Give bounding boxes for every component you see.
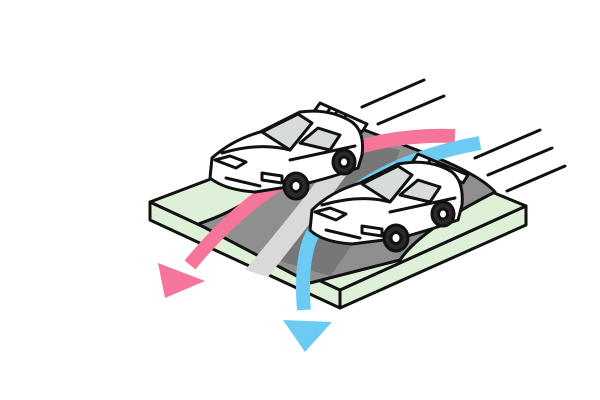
lane-line: [245, 150, 365, 277]
car-wheel: [382, 223, 410, 253]
car-wheel: [331, 148, 357, 176]
car-side-window: [398, 178, 442, 204]
car-side-window: [298, 126, 342, 152]
car-wheel: [282, 171, 310, 201]
car-windshield: [260, 112, 314, 152]
speed-lines-icon: [360, 78, 567, 193]
car-headlight: [213, 154, 248, 170]
car-headlight: [360, 224, 384, 238]
car-side-line: [288, 144, 357, 162]
car-grille: [224, 176, 262, 188]
car-headlight: [260, 171, 284, 185]
car-headlight: [313, 206, 348, 222]
car-grille: [324, 228, 362, 240]
car-windshield: [360, 164, 414, 204]
car-hood-line: [320, 197, 392, 207]
car-hood-line: [220, 145, 292, 155]
police-car-icon: [208, 101, 369, 201]
police-car-icon: [308, 152, 470, 253]
car-side-line: [388, 196, 457, 214]
car-wheel: [430, 200, 456, 228]
